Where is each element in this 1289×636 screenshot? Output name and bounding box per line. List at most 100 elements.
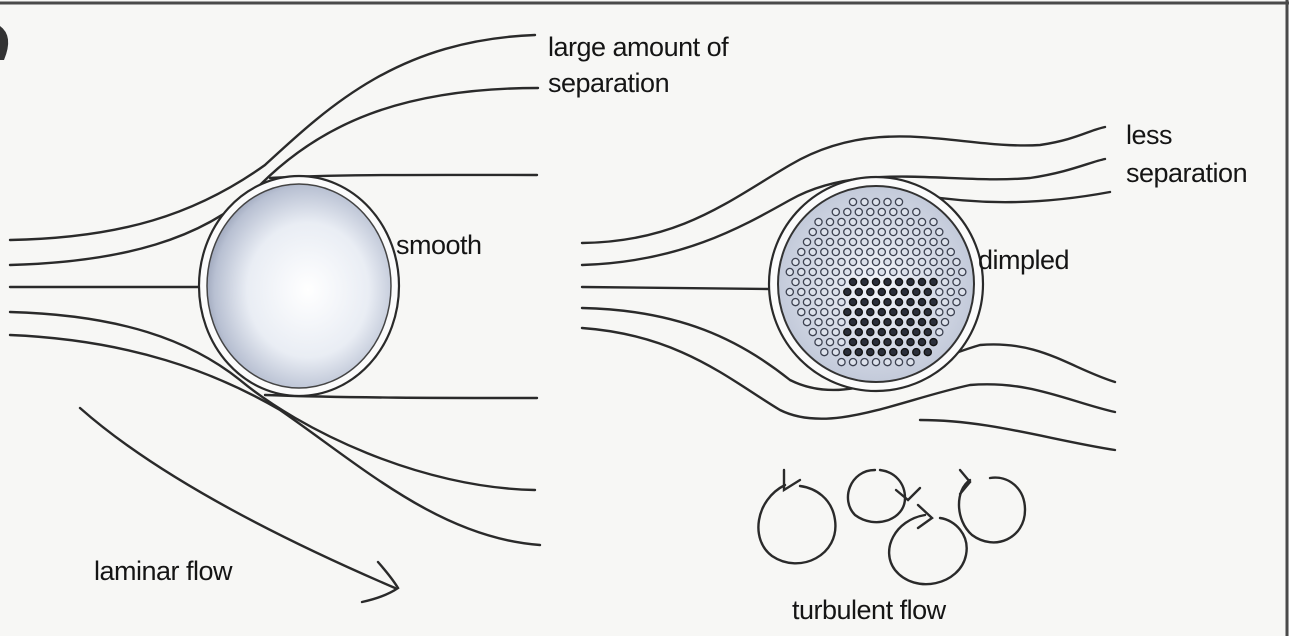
dimple — [826, 218, 833, 225]
dimple — [913, 248, 920, 255]
dimple — [826, 238, 833, 245]
dimple — [821, 248, 828, 255]
dimple — [861, 198, 868, 205]
smooth-ball — [199, 176, 399, 396]
dimple — [884, 319, 891, 326]
dimple — [838, 359, 845, 366]
dimple — [930, 299, 937, 306]
dimple — [867, 228, 874, 235]
dimple — [941, 319, 948, 326]
dimple — [844, 349, 851, 356]
dimple — [855, 228, 862, 235]
dimple — [792, 258, 799, 265]
dimple — [867, 329, 874, 336]
dimple — [924, 288, 931, 295]
right-separation-label-line2: separation — [1126, 158, 1247, 188]
dimple — [936, 309, 943, 316]
dimple — [832, 309, 839, 316]
dimple — [907, 218, 914, 225]
dimple — [867, 248, 874, 255]
dimple — [838, 299, 845, 306]
left-separation-label-line1: large amount of — [548, 32, 728, 62]
dimple — [895, 319, 902, 326]
dimple — [815, 238, 822, 245]
dimple — [838, 319, 845, 326]
dimpled-ball — [769, 177, 983, 391]
dimple — [861, 359, 868, 366]
dimple — [798, 248, 805, 255]
dimple — [924, 309, 931, 316]
dimple — [815, 339, 822, 346]
dimple — [924, 349, 931, 356]
dimple — [832, 208, 839, 215]
dimple — [884, 258, 891, 265]
dimple — [872, 299, 879, 306]
dimple — [884, 238, 891, 245]
dimple — [849, 299, 856, 306]
eddy-3 — [889, 515, 967, 584]
dimple — [924, 248, 931, 255]
dimple — [895, 299, 902, 306]
smooth-label: smooth — [396, 230, 482, 260]
eddy-4 — [959, 478, 1025, 543]
dimple — [849, 319, 856, 326]
dimple — [890, 288, 897, 295]
dimple — [849, 359, 856, 366]
dimple — [953, 278, 960, 285]
dimple — [809, 248, 816, 255]
dimple — [872, 238, 879, 245]
dimple — [901, 268, 908, 275]
dimple — [901, 248, 908, 255]
dimple — [890, 228, 897, 235]
dimple — [878, 349, 885, 356]
dimple — [884, 299, 891, 306]
dimple — [947, 268, 954, 275]
dimple — [907, 359, 914, 366]
dimple — [895, 339, 902, 346]
dimple — [832, 268, 839, 275]
dimple — [878, 288, 885, 295]
dimple — [936, 288, 943, 295]
dimple — [792, 299, 799, 306]
dimple — [872, 218, 879, 225]
dimple — [872, 258, 879, 265]
dimple — [861, 258, 868, 265]
dimple — [803, 278, 810, 285]
dimple — [901, 208, 908, 215]
dimple — [832, 349, 839, 356]
dimple — [815, 218, 822, 225]
dimple — [930, 319, 937, 326]
eddy-2 — [848, 470, 905, 522]
dimple — [936, 228, 943, 235]
dimple — [924, 228, 931, 235]
dimple — [890, 309, 897, 316]
dimple — [826, 278, 833, 285]
dimple — [803, 319, 810, 326]
dimple — [803, 258, 810, 265]
dimple — [878, 228, 885, 235]
dimple — [895, 278, 902, 285]
dimple — [786, 268, 793, 275]
laminar-flow-label: laminar flow — [94, 556, 232, 586]
dimple — [861, 278, 868, 285]
dimple — [867, 268, 874, 275]
dimple — [826, 319, 833, 326]
dimple — [838, 218, 845, 225]
dimple — [821, 288, 828, 295]
dimple — [930, 258, 937, 265]
dimple — [855, 288, 862, 295]
dimple — [861, 339, 868, 346]
dimpled-label: dimpled — [978, 245, 1069, 275]
dimple — [832, 288, 839, 295]
dimple — [861, 238, 868, 245]
dimple — [815, 258, 822, 265]
left-separation-label-line2: separation — [548, 68, 669, 98]
dimple — [809, 309, 816, 316]
dimple — [826, 258, 833, 265]
dimple — [798, 268, 805, 275]
dimple — [907, 319, 914, 326]
dimple — [907, 238, 914, 245]
dimple — [855, 268, 862, 275]
dimple — [878, 309, 885, 316]
